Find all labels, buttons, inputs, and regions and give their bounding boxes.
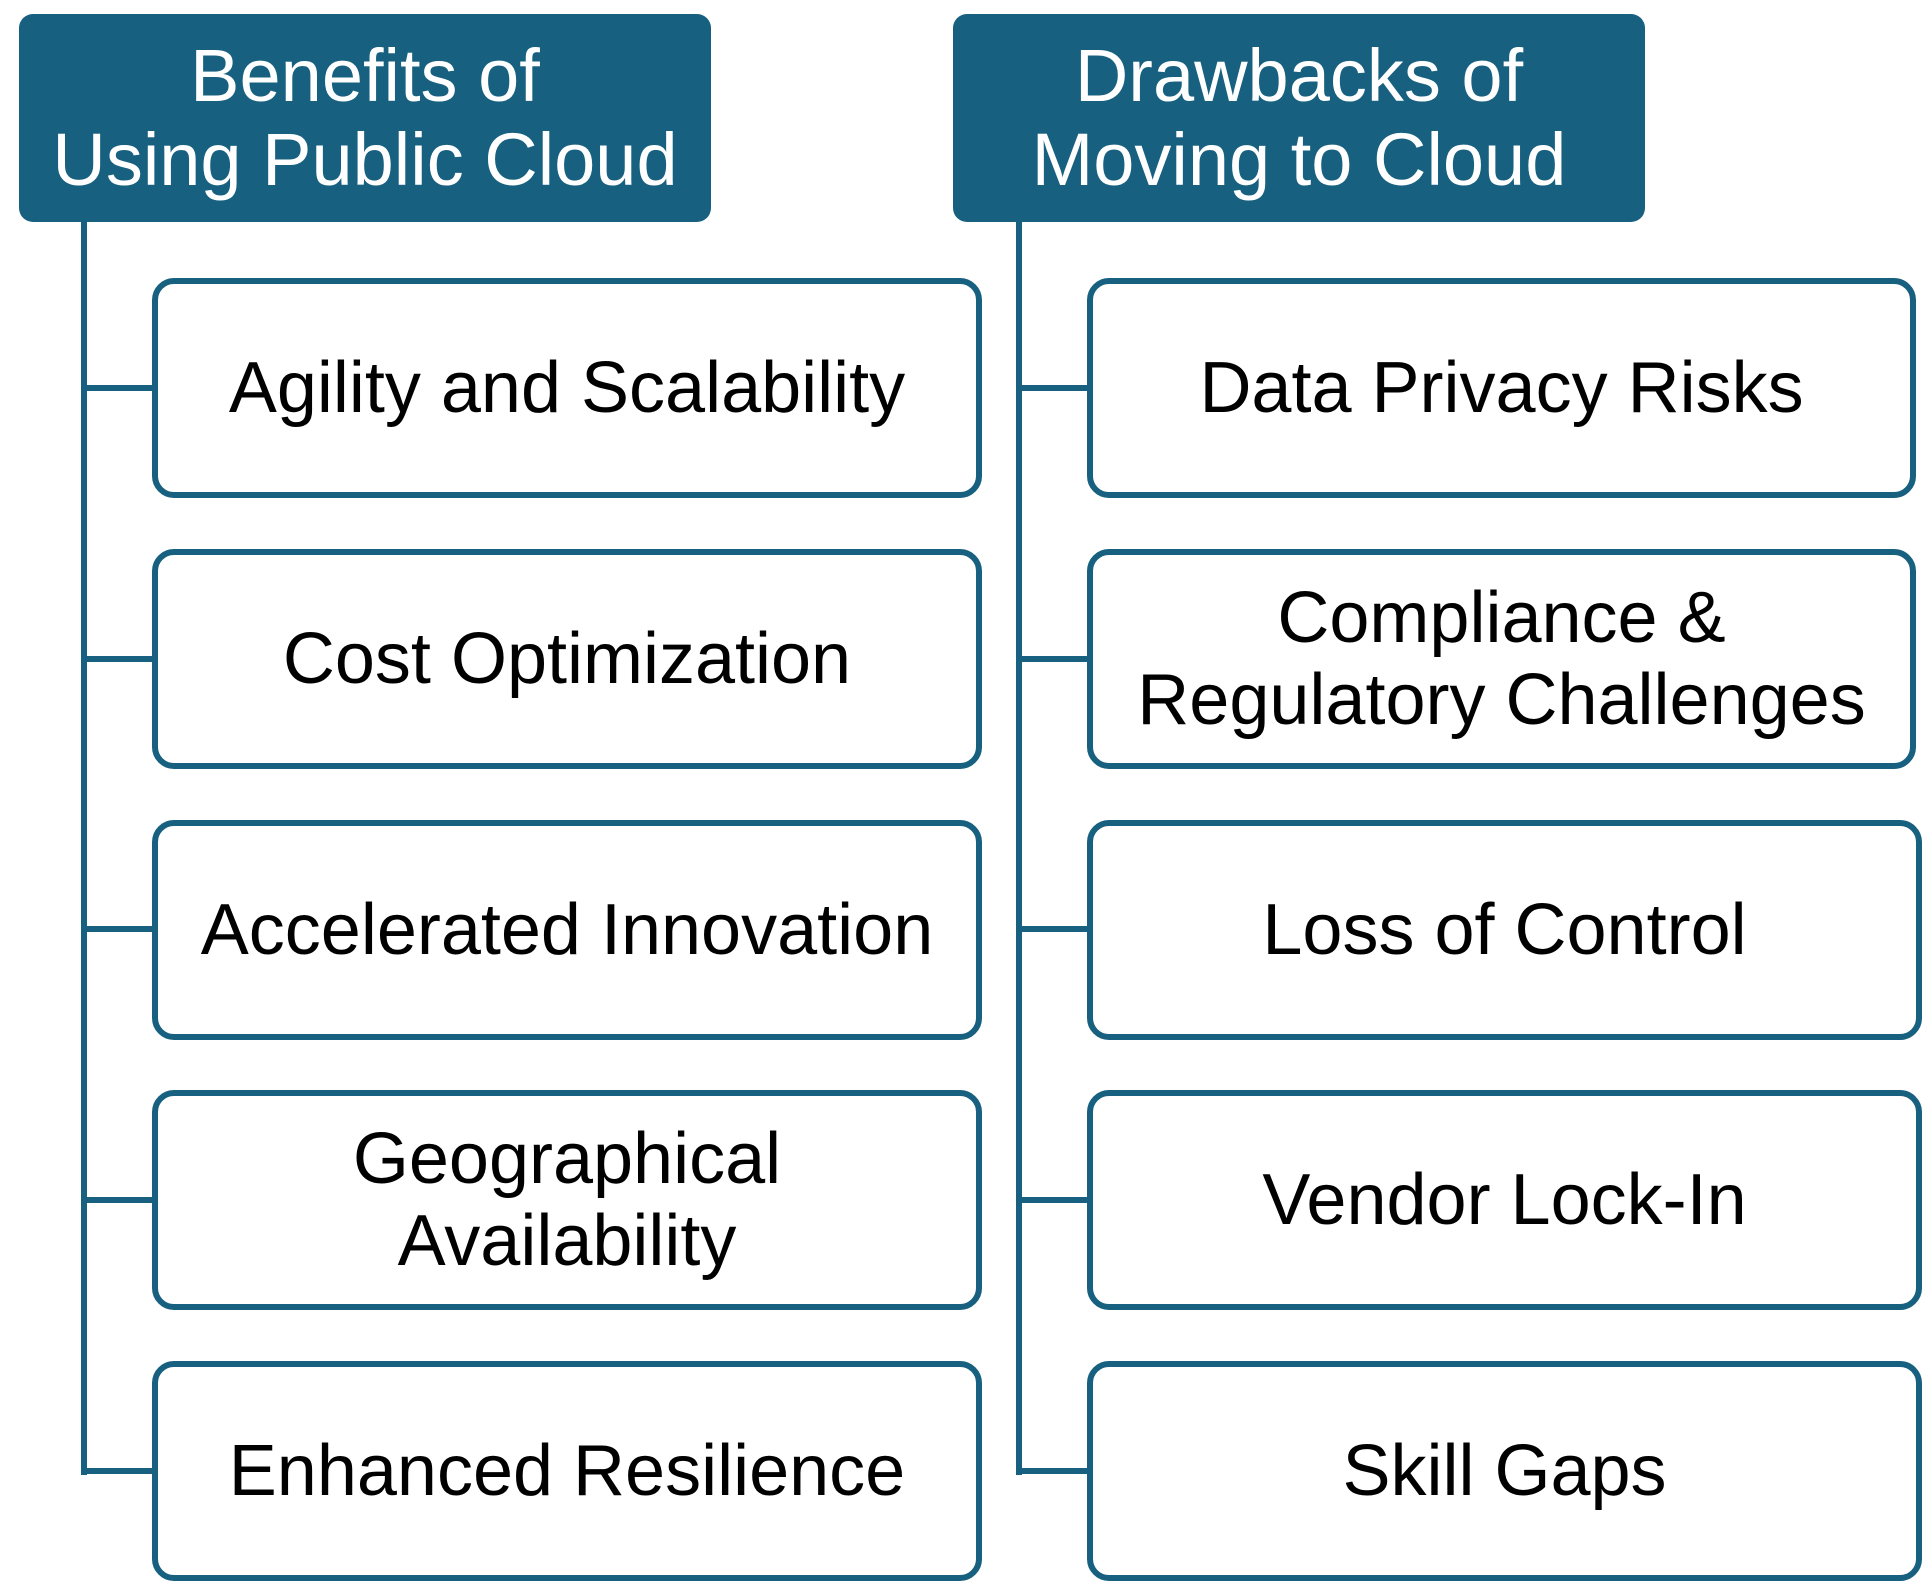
drawback-item-skill-gaps: Skill Gaps <box>1087 1361 1922 1581</box>
drawbacks-connector-branch <box>1016 1197 1088 1203</box>
drawbacks-connector-branch <box>1016 385 1088 391</box>
benefit-item-cost-optimization: Cost Optimization <box>152 549 982 769</box>
benefits-connector-branch <box>81 1197 153 1203</box>
drawback-item-data-privacy-risks: Data Privacy Risks <box>1087 278 1916 498</box>
benefit-item-agility-scalability: Agility and Scalability <box>152 278 982 498</box>
benefit-item-label: Agility and Scalability <box>228 348 906 428</box>
benefit-item-label: Enhanced Resilience <box>228 1431 906 1511</box>
benefits-connector-spine <box>81 222 87 1475</box>
benefit-item-label: Accelerated Innovation <box>200 890 934 970</box>
drawback-item-compliance-regulatory: Compliance & Regulatory Challenges <box>1087 549 1916 769</box>
drawback-item-label: Compliance & Regulatory Challenges <box>1137 578 1866 740</box>
benefit-item-label: Cost Optimization <box>282 619 852 699</box>
benefit-item-enhanced-resilience: Enhanced Resilience <box>152 1361 982 1581</box>
drawback-item-label: Loss of Control <box>1262 890 1747 970</box>
benefits-header: Benefits of Using Public Cloud <box>19 14 711 222</box>
benefit-item-label: Geographical Availability <box>352 1119 782 1281</box>
drawbacks-connector-branch <box>1016 926 1088 932</box>
drawback-item-label: Vendor Lock-In <box>1262 1160 1747 1240</box>
benefit-item-accelerated-innovation: Accelerated Innovation <box>152 820 982 1040</box>
benefits-title: Benefits of Using Public Cloud <box>52 34 678 201</box>
benefits-connector-branch <box>81 656 153 662</box>
benefits-connector-branch <box>81 385 153 391</box>
benefit-item-geographical-availability: Geographical Availability <box>152 1090 982 1310</box>
drawbacks-connector-spine <box>1016 222 1022 1475</box>
drawbacks-title: Drawbacks of Moving to Cloud <box>1031 34 1567 201</box>
drawback-item-vendor-lock-in: Vendor Lock-In <box>1087 1090 1922 1310</box>
benefits-connector-branch <box>81 1468 153 1474</box>
drawback-item-label: Skill Gaps <box>1342 1431 1667 1511</box>
drawbacks-connector-branch <box>1016 1468 1088 1474</box>
drawback-item-loss-of-control: Loss of Control <box>1087 820 1922 1040</box>
drawback-item-label: Data Privacy Risks <box>1199 348 1804 428</box>
drawbacks-header: Drawbacks of Moving to Cloud <box>953 14 1645 222</box>
drawbacks-connector-branch <box>1016 656 1088 662</box>
benefits-connector-branch <box>81 926 153 932</box>
